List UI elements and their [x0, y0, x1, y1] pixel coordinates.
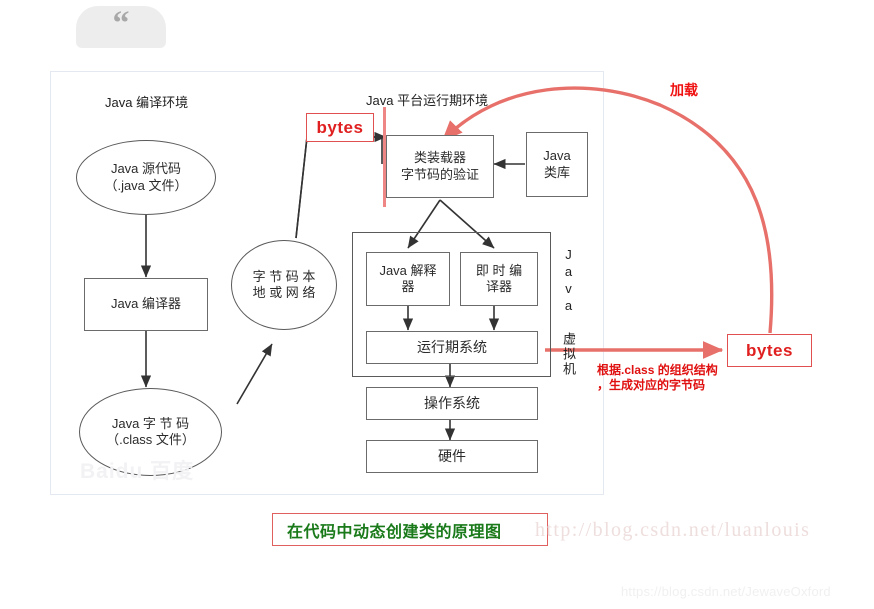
quote-mark-icon: “: [112, 5, 130, 42]
node-hardware: 硬件: [366, 440, 538, 473]
node-java-interpreter: Java 解释 器: [366, 252, 450, 306]
blockquote-badge: “: [76, 6, 166, 48]
node-line-1: Java 编译器: [110, 296, 182, 312]
node-line-1: Java: [543, 148, 571, 164]
node-jit-compiler: 即 时 编 译器: [460, 252, 538, 306]
node-line-2: 字节码的验证: [400, 166, 479, 182]
node-operating-system: 操作系统: [366, 387, 538, 420]
node-line-1: Java 解释: [379, 262, 437, 278]
node-line-1: 运行期系统: [417, 338, 487, 355]
node-bytecode-local-or-network: 字 节 码 本 地 或 网 络: [231, 240, 337, 330]
node-java-class-library: Java 类库: [526, 132, 588, 197]
group-jvm-box: [352, 232, 551, 377]
node-line-1: 字 节 码 本: [252, 268, 316, 284]
label-jvm-vertical: Java 虚拟机: [561, 247, 576, 377]
watermark-url-main: http://blog.csdn.net/luanlouis: [535, 519, 811, 541]
watermark-baidu: Baidu 百度: [80, 460, 195, 483]
bytes-box-right: bytes: [727, 334, 812, 367]
node-class-loader: 类装载器 字节码的验证: [386, 135, 494, 198]
label-runtime-environment: Java 平台运行期环境: [366, 93, 489, 108]
node-line-1: 类装载器: [413, 150, 466, 166]
node-line-1: 硬件: [438, 447, 466, 464]
diagram-caption-box: 在代码中动态创建类的原理图: [272, 513, 548, 546]
note-generate-bytecode: 根据.class 的组织结构 ，生成对应的字节码: [597, 363, 718, 392]
node-line-2: （.class 文件）: [106, 432, 195, 447]
watermark-url-bottom: https://blog.csdn.net/JewaveOxford: [621, 584, 831, 599]
diagram-caption-text: 在代码中动态创建类的原理图: [287, 523, 502, 541]
node-line-2: （.java 文件）: [104, 177, 188, 193]
node-line-1: 操作系统: [424, 394, 480, 411]
bytes-box-top: bytes: [306, 113, 374, 142]
node-java-source-code: Java 源代码 （.java 文件）: [76, 140, 216, 215]
red-vertical-marker: [383, 107, 386, 207]
node-line-1: 即 时 编: [475, 262, 523, 278]
label-load: 加载: [670, 82, 698, 98]
node-line-2: 器: [401, 279, 415, 294]
node-java-compiler: Java 编译器: [84, 278, 208, 331]
node-line-2: 地 或 网 络: [252, 285, 316, 300]
node-line-1: Java 源代码: [110, 161, 182, 177]
node-java-bytecode-file: Java 字 节 码 （.class 文件）: [79, 388, 222, 476]
node-line-2: 译器: [485, 279, 512, 294]
node-line-2: 类库: [543, 164, 570, 180]
node-line-1: Java 字 节 码: [111, 415, 190, 431]
label-compile-environment: Java 编译环境: [105, 95, 189, 110]
node-runtime-system: 运行期系统: [366, 331, 538, 364]
